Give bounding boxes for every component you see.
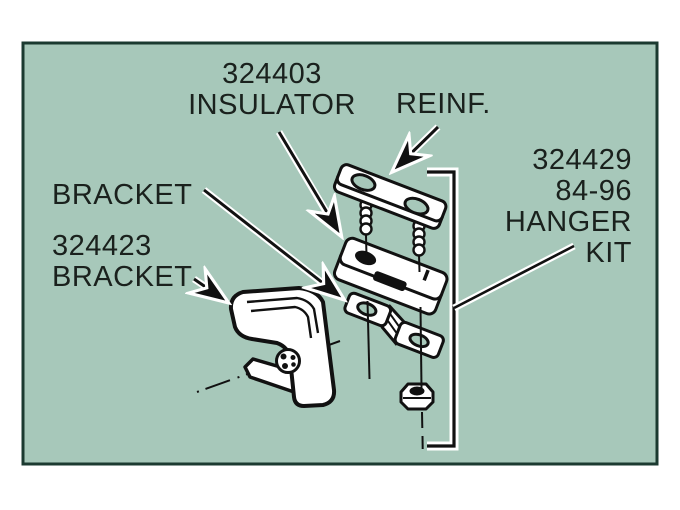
reinforcement-plate-drawing	[332, 163, 448, 230]
label-bracket-lower: 324423 BRACKET	[52, 231, 192, 293]
insulator-name: INSULATOR	[188, 89, 356, 121]
bracket-lower-part-number: 324423	[52, 230, 152, 262]
bracket-lower-arrow	[194, 279, 226, 301]
speed-nut-drawing	[275, 348, 301, 374]
insulator-arrow	[275, 130, 340, 234]
kit-word-hanger: HANGER	[504, 206, 632, 238]
hex-nut-drawing	[399, 382, 435, 411]
bracket-lower-name: BRACKET	[52, 261, 193, 293]
reinf-arrow	[394, 124, 441, 170]
label-reinf: REINF.	[396, 88, 491, 120]
kit-word-kit: KIT	[585, 237, 632, 269]
centerline-left	[365, 234, 371, 380]
bracket-upper-arrow	[201, 187, 342, 298]
kit-part-number: 324429	[532, 144, 632, 176]
kit-leader-line	[452, 242, 576, 312]
label-bracket-upper: BRACKET	[52, 179, 193, 211]
label-kit: 324429 84-96 HANGER KIT	[458, 145, 632, 269]
kit-bracket-line	[427, 167, 459, 451]
kit-years: 84-96	[555, 175, 632, 207]
label-insulator: 324403 INSULATOR	[152, 59, 392, 121]
insulator-part-number: 324403	[222, 58, 322, 90]
centerline-right	[418, 254, 424, 450]
